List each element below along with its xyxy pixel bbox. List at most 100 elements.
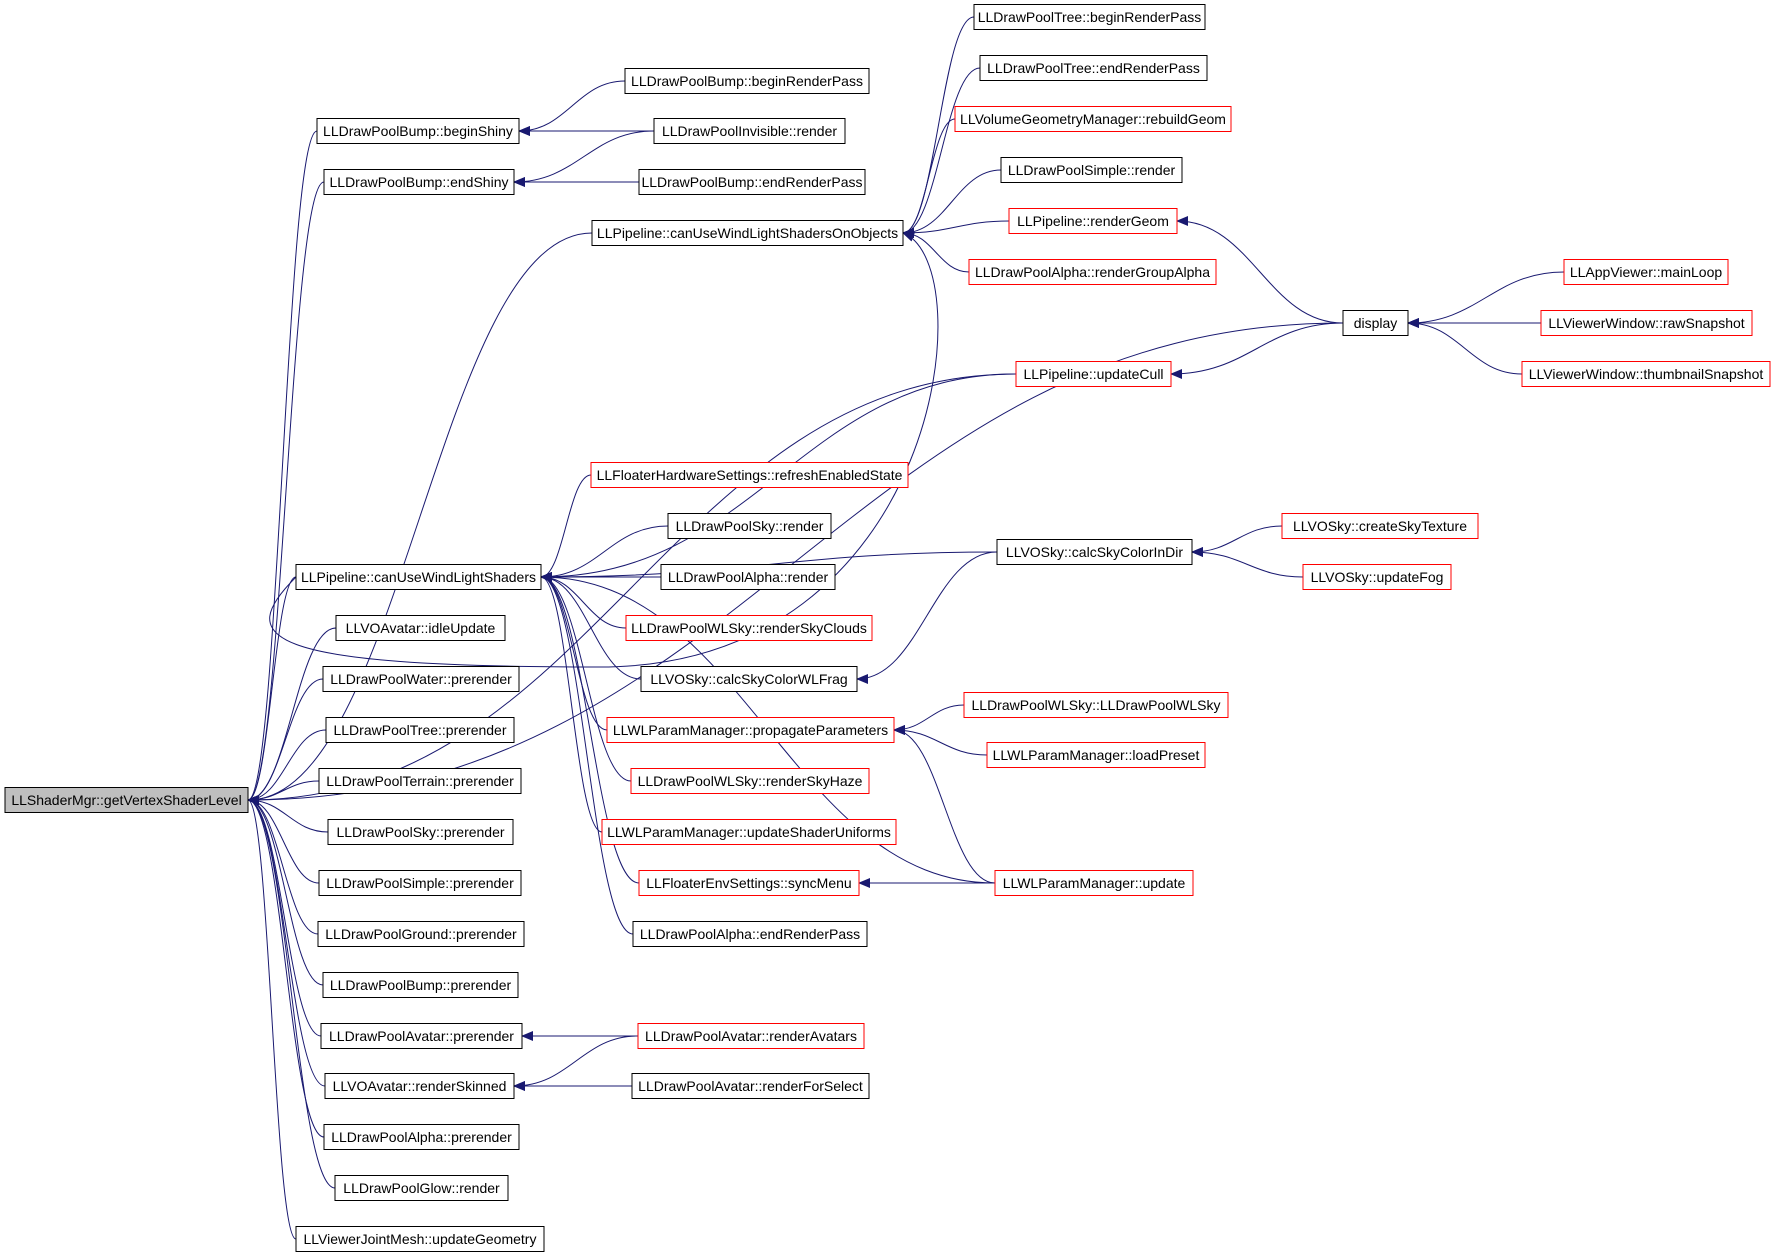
node-box[interactable] <box>335 615 506 641</box>
node-box[interactable] <box>1015 361 1172 387</box>
node-llwlparammanager-propagateparameters[interactable]: LLWLParamManager::propagateParameters <box>606 717 895 743</box>
node-lldrawpoolalpha-endrenderpass[interactable]: LLDrawPoolAlpha::endRenderPass <box>632 921 868 947</box>
node-box[interactable] <box>973 4 1206 30</box>
node-llshadermgr-getvertexshaderlevel[interactable]: LLShaderMgr::getVertexShaderLevel <box>4 787 249 813</box>
node-box[interactable] <box>968 259 1217 285</box>
node-box[interactable] <box>1008 208 1178 234</box>
node-box[interactable] <box>1540 310 1753 336</box>
node-lldrawpoolavatar-renderforselect[interactable]: LLDrawPoolAvatar::renderForSelect <box>631 1073 870 1099</box>
node-box[interactable] <box>316 118 520 144</box>
node-lldrawpoolinvisible-render[interactable]: LLDrawPoolInvisible::render <box>653 118 846 144</box>
node-lldrawpoolglow-render[interactable]: LLDrawPoolGlow::render <box>334 1175 509 1201</box>
node-llpipeline-canusewindlightshaders[interactable]: LLPipeline::canUseWindLightShaders <box>295 564 542 590</box>
node-lldrawpoolsimple-render[interactable]: LLDrawPoolSimple::render <box>1000 157 1183 183</box>
node-lldrawpoolsimple-prerender[interactable]: LLDrawPoolSimple::prerender <box>318 870 522 896</box>
node-box[interactable] <box>601 819 897 845</box>
node-box[interactable] <box>1521 361 1771 387</box>
node-llvosky-calcskycolorindir[interactable]: LLVOSky::calcSkyColorInDir <box>996 539 1193 565</box>
node-lldrawpoolavatar-renderavatars[interactable]: LLDrawPoolAvatar::renderAvatars <box>637 1023 865 1049</box>
node-lldrawpoolbump-beginshiny[interactable]: LLDrawPoolBump::beginShiny <box>316 118 520 144</box>
node-llvoavatar-renderskinned[interactable]: LLVOAvatar::renderSkinned <box>324 1073 515 1099</box>
node-lldrawpoolbump-endrenderpass[interactable]: LLDrawPoolBump::endRenderPass <box>638 169 866 195</box>
node-box[interactable] <box>638 169 866 195</box>
node-display[interactable]: display <box>1342 310 1409 336</box>
node-box[interactable] <box>1302 564 1452 590</box>
node-box[interactable] <box>295 1226 545 1252</box>
node-box[interactable] <box>322 972 519 998</box>
node-llviewerwindow-thumbnailsnapshot[interactable]: LLViewerWindow::thumbnailSnapshot <box>1521 361 1771 387</box>
node-box[interactable] <box>625 615 873 641</box>
node-box[interactable] <box>640 666 858 692</box>
node-llfloaterhardwaresettings-refreshenabledstate[interactable]: LLFloaterHardwareSettings::refreshEnable… <box>590 462 909 488</box>
node-box[interactable] <box>631 1073 870 1099</box>
node-box[interactable] <box>630 768 870 794</box>
node-box[interactable] <box>327 819 514 845</box>
node-lldrawpooltree-beginrenderpass[interactable]: LLDrawPoolTree::beginRenderPass <box>973 4 1206 30</box>
node-box[interactable] <box>320 1023 523 1049</box>
node-box[interactable] <box>322 666 520 692</box>
node-llpipeline-rendergeom[interactable]: LLPipeline::renderGeom <box>1008 208 1178 234</box>
node-box[interactable] <box>295 564 542 590</box>
node-box[interactable] <box>323 1124 520 1150</box>
node-box[interactable] <box>638 870 860 896</box>
node-lldrawpoolwater-prerender[interactable]: LLDrawPoolWater::prerender <box>322 666 520 692</box>
node-box[interactable] <box>996 539 1193 565</box>
node-llwlparammanager-loadpreset[interactable]: LLWLParamManager::loadPreset <box>986 742 1206 768</box>
node-lldrawpoolsky-render[interactable]: LLDrawPoolSky::render <box>667 513 832 539</box>
node-lldrawpoolalpha-rendergroupalpha[interactable]: LLDrawPoolAlpha::renderGroupAlpha <box>968 259 1217 285</box>
node-lldrawpooltree-endrenderpass[interactable]: LLDrawPoolTree::endRenderPass <box>979 55 1208 81</box>
node-lldrawpoolwlsky-renderskyhaze[interactable]: LLDrawPoolWLSky::renderSkyHaze <box>630 768 870 794</box>
node-box[interactable] <box>323 169 515 195</box>
node-box[interactable] <box>317 921 525 947</box>
node-llwlparammanager-update[interactable]: LLWLParamManager::update <box>994 870 1194 896</box>
node-lldrawpooltree-prerender[interactable]: LLDrawPoolTree::prerender <box>325 717 515 743</box>
node-box[interactable] <box>637 1023 865 1049</box>
node-lldrawpoolavatar-prerender[interactable]: LLDrawPoolAvatar::prerender <box>320 1023 523 1049</box>
node-box[interactable] <box>4 787 249 813</box>
node-lldrawpoolalpha-render[interactable]: LLDrawPoolAlpha::render <box>660 564 836 590</box>
node-box[interactable] <box>1563 259 1729 285</box>
node-llvosky-createskytexture[interactable]: LLVOSky::createSkyTexture <box>1281 513 1479 539</box>
node-box[interactable] <box>660 564 836 590</box>
node-box[interactable] <box>324 1073 515 1099</box>
node-llviewerjointmesh-updategeometry[interactable]: LLViewerJointMesh::updateGeometry <box>295 1226 545 1252</box>
node-box[interactable] <box>591 220 904 246</box>
node-box[interactable] <box>1281 513 1479 539</box>
node-box[interactable] <box>986 742 1206 768</box>
node-llvosky-calcskycolorwlfrag[interactable]: LLVOSky::calcSkyColorWLFrag <box>640 666 858 692</box>
node-box[interactable] <box>624 68 870 94</box>
node-lldrawpoolterrain-prerender[interactable]: LLDrawPoolTerrain::prerender <box>318 768 522 794</box>
node-llwlparammanager-updateshaderuniforms[interactable]: LLWLParamManager::updateShaderUniforms <box>601 819 897 845</box>
node-box[interactable] <box>334 1175 509 1201</box>
node-box[interactable] <box>606 717 895 743</box>
node-box[interactable] <box>954 106 1232 132</box>
node-box[interactable] <box>963 692 1229 718</box>
node-box[interactable] <box>653 118 846 144</box>
node-lldrawpoolwlsky-renderskyclouds[interactable]: LLDrawPoolWLSky::renderSkyClouds <box>625 615 873 641</box>
node-llpipeline-canusewindlightshadersonobjects[interactable]: LLPipeline::canUseWindLightShadersOnObje… <box>591 220 904 246</box>
node-lldrawpoolbump-endshiny[interactable]: LLDrawPoolBump::endShiny <box>323 169 515 195</box>
node-box[interactable] <box>994 870 1194 896</box>
node-lldrawpoolbump-beginrenderpass[interactable]: LLDrawPoolBump::beginRenderPass <box>624 68 870 94</box>
node-llvoavatar-idleupdate[interactable]: LLVOAvatar::idleUpdate <box>335 615 506 641</box>
node-lldrawpoolground-prerender[interactable]: LLDrawPoolGround::prerender <box>317 921 525 947</box>
node-box[interactable] <box>1000 157 1183 183</box>
node-lldrawpoolwlsky-lldrawpoolwlsky[interactable]: LLDrawPoolWLSky::LLDrawPoolWLSky <box>963 692 1229 718</box>
node-lldrawpoolsky-prerender[interactable]: LLDrawPoolSky::prerender <box>327 819 514 845</box>
node-llviewerwindow-rawsnapshot[interactable]: LLViewerWindow::rawSnapshot <box>1540 310 1753 336</box>
node-box[interactable] <box>318 768 522 794</box>
node-box[interactable] <box>325 717 515 743</box>
node-llvosky-updatefog[interactable]: LLVOSky::updateFog <box>1302 564 1452 590</box>
node-box[interactable] <box>979 55 1208 81</box>
node-llfloaterenvsettings-syncmenu[interactable]: LLFloaterEnvSettings::syncMenu <box>638 870 860 896</box>
node-lldrawpoolalpha-prerender[interactable]: LLDrawPoolAlpha::prerender <box>323 1124 520 1150</box>
node-llpipeline-updatecull[interactable]: LLPipeline::updateCull <box>1015 361 1172 387</box>
node-llappviewer-mainloop[interactable]: LLAppViewer::mainLoop <box>1563 259 1729 285</box>
node-box[interactable] <box>1342 310 1409 336</box>
node-box[interactable] <box>667 513 832 539</box>
node-box[interactable] <box>318 870 522 896</box>
node-box[interactable] <box>632 921 868 947</box>
node-llvolumegeometrymanager-rebuildgeom[interactable]: LLVolumeGeometryManager::rebuildGeom <box>954 106 1232 132</box>
node-box[interactable] <box>590 462 909 488</box>
node-lldrawpoolbump-prerender[interactable]: LLDrawPoolBump::prerender <box>322 972 519 998</box>
